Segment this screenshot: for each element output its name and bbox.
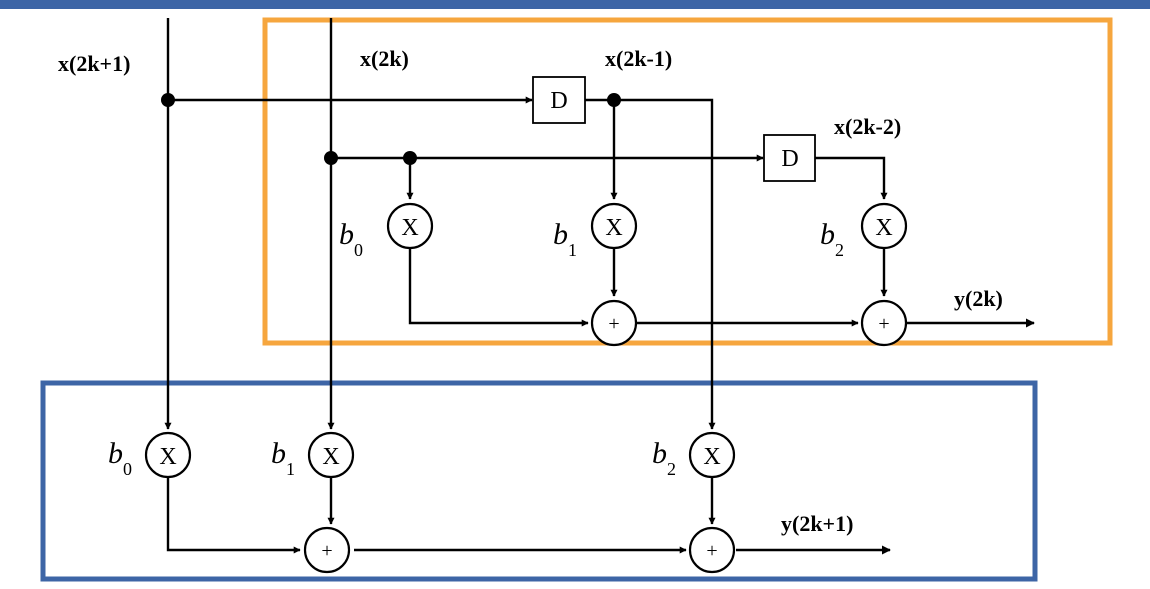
coef-label-even-b1: b1 bbox=[553, 218, 577, 260]
coef-subscript: 0 bbox=[354, 240, 363, 260]
even-multiplier-b2: X bbox=[860, 202, 908, 250]
adder-symbol: + bbox=[321, 540, 332, 562]
multiplier-symbol: X bbox=[401, 215, 418, 241]
even-output-section-box bbox=[262, 17, 1113, 346]
odd-adder-1: + bbox=[303, 526, 351, 574]
odd-adder-2: + bbox=[688, 526, 736, 574]
odd-multiplier-b0: X bbox=[144, 431, 192, 479]
coef-subscript: 2 bbox=[667, 459, 676, 479]
coef-label-odd-b2: b2 bbox=[652, 437, 676, 479]
even-adder-1: + bbox=[590, 299, 638, 347]
even-output-label: y(2k) bbox=[954, 286, 1003, 311]
input-label-x-even: x(2k) bbox=[360, 46, 409, 71]
multiplier-symbol: X bbox=[322, 444, 339, 470]
even-multiplier-b0: X bbox=[386, 202, 434, 250]
wires bbox=[164, 18, 1035, 555]
junction-dot bbox=[161, 93, 175, 107]
delayed-label-x-2k-1: x(2k-1) bbox=[605, 46, 672, 71]
coef-letter: b bbox=[108, 437, 123, 470]
odd-multiplier-b1: X bbox=[307, 431, 355, 479]
multiplier-symbol: X bbox=[703, 444, 720, 470]
input-label-x-odd: x(2k+1) bbox=[58, 51, 130, 76]
odd-multiplier-b2: X bbox=[688, 431, 736, 479]
delayed-label-x-2k-2: x(2k-2) bbox=[834, 114, 901, 139]
coef-letter: b bbox=[553, 218, 568, 251]
multiplier-symbol: X bbox=[159, 444, 176, 470]
junction-dot bbox=[403, 151, 417, 165]
even-adder-2: + bbox=[860, 299, 908, 347]
delay-label: D bbox=[550, 88, 567, 114]
coef-label-even-b2: b2 bbox=[820, 218, 844, 260]
coef-label-odd-b1: b1 bbox=[271, 437, 295, 479]
coef-subscript: 0 bbox=[123, 459, 132, 479]
top-bar bbox=[0, 0, 1150, 9]
multiplier-symbol: X bbox=[875, 215, 892, 241]
coef-letter: b bbox=[339, 218, 354, 251]
coef-subscript: 1 bbox=[568, 240, 577, 260]
coef-letter: b bbox=[271, 437, 286, 470]
coef-subscript: 2 bbox=[835, 240, 844, 260]
adder-symbol: + bbox=[706, 540, 717, 562]
coef-letter: b bbox=[820, 218, 835, 251]
delay-element-2: D bbox=[763, 134, 816, 182]
delay-label: D bbox=[781, 146, 798, 172]
multiplier-symbol: X bbox=[605, 215, 622, 241]
coef-label-odd-b0: b0 bbox=[108, 437, 132, 479]
junction-dot bbox=[607, 93, 621, 107]
adder-symbol: + bbox=[878, 313, 889, 335]
even-multiplier-b1: X bbox=[590, 202, 638, 250]
coef-label-even-b0: b0 bbox=[339, 218, 363, 260]
junction-dot bbox=[324, 151, 338, 165]
coef-letter: b bbox=[652, 437, 667, 470]
coef-subscript: 1 bbox=[286, 459, 295, 479]
odd-output-label: y(2k+1) bbox=[781, 511, 853, 536]
delay-element-1: D bbox=[532, 76, 586, 124]
odd-output-section-box bbox=[40, 380, 1038, 582]
adder-symbol: + bbox=[608, 313, 619, 335]
